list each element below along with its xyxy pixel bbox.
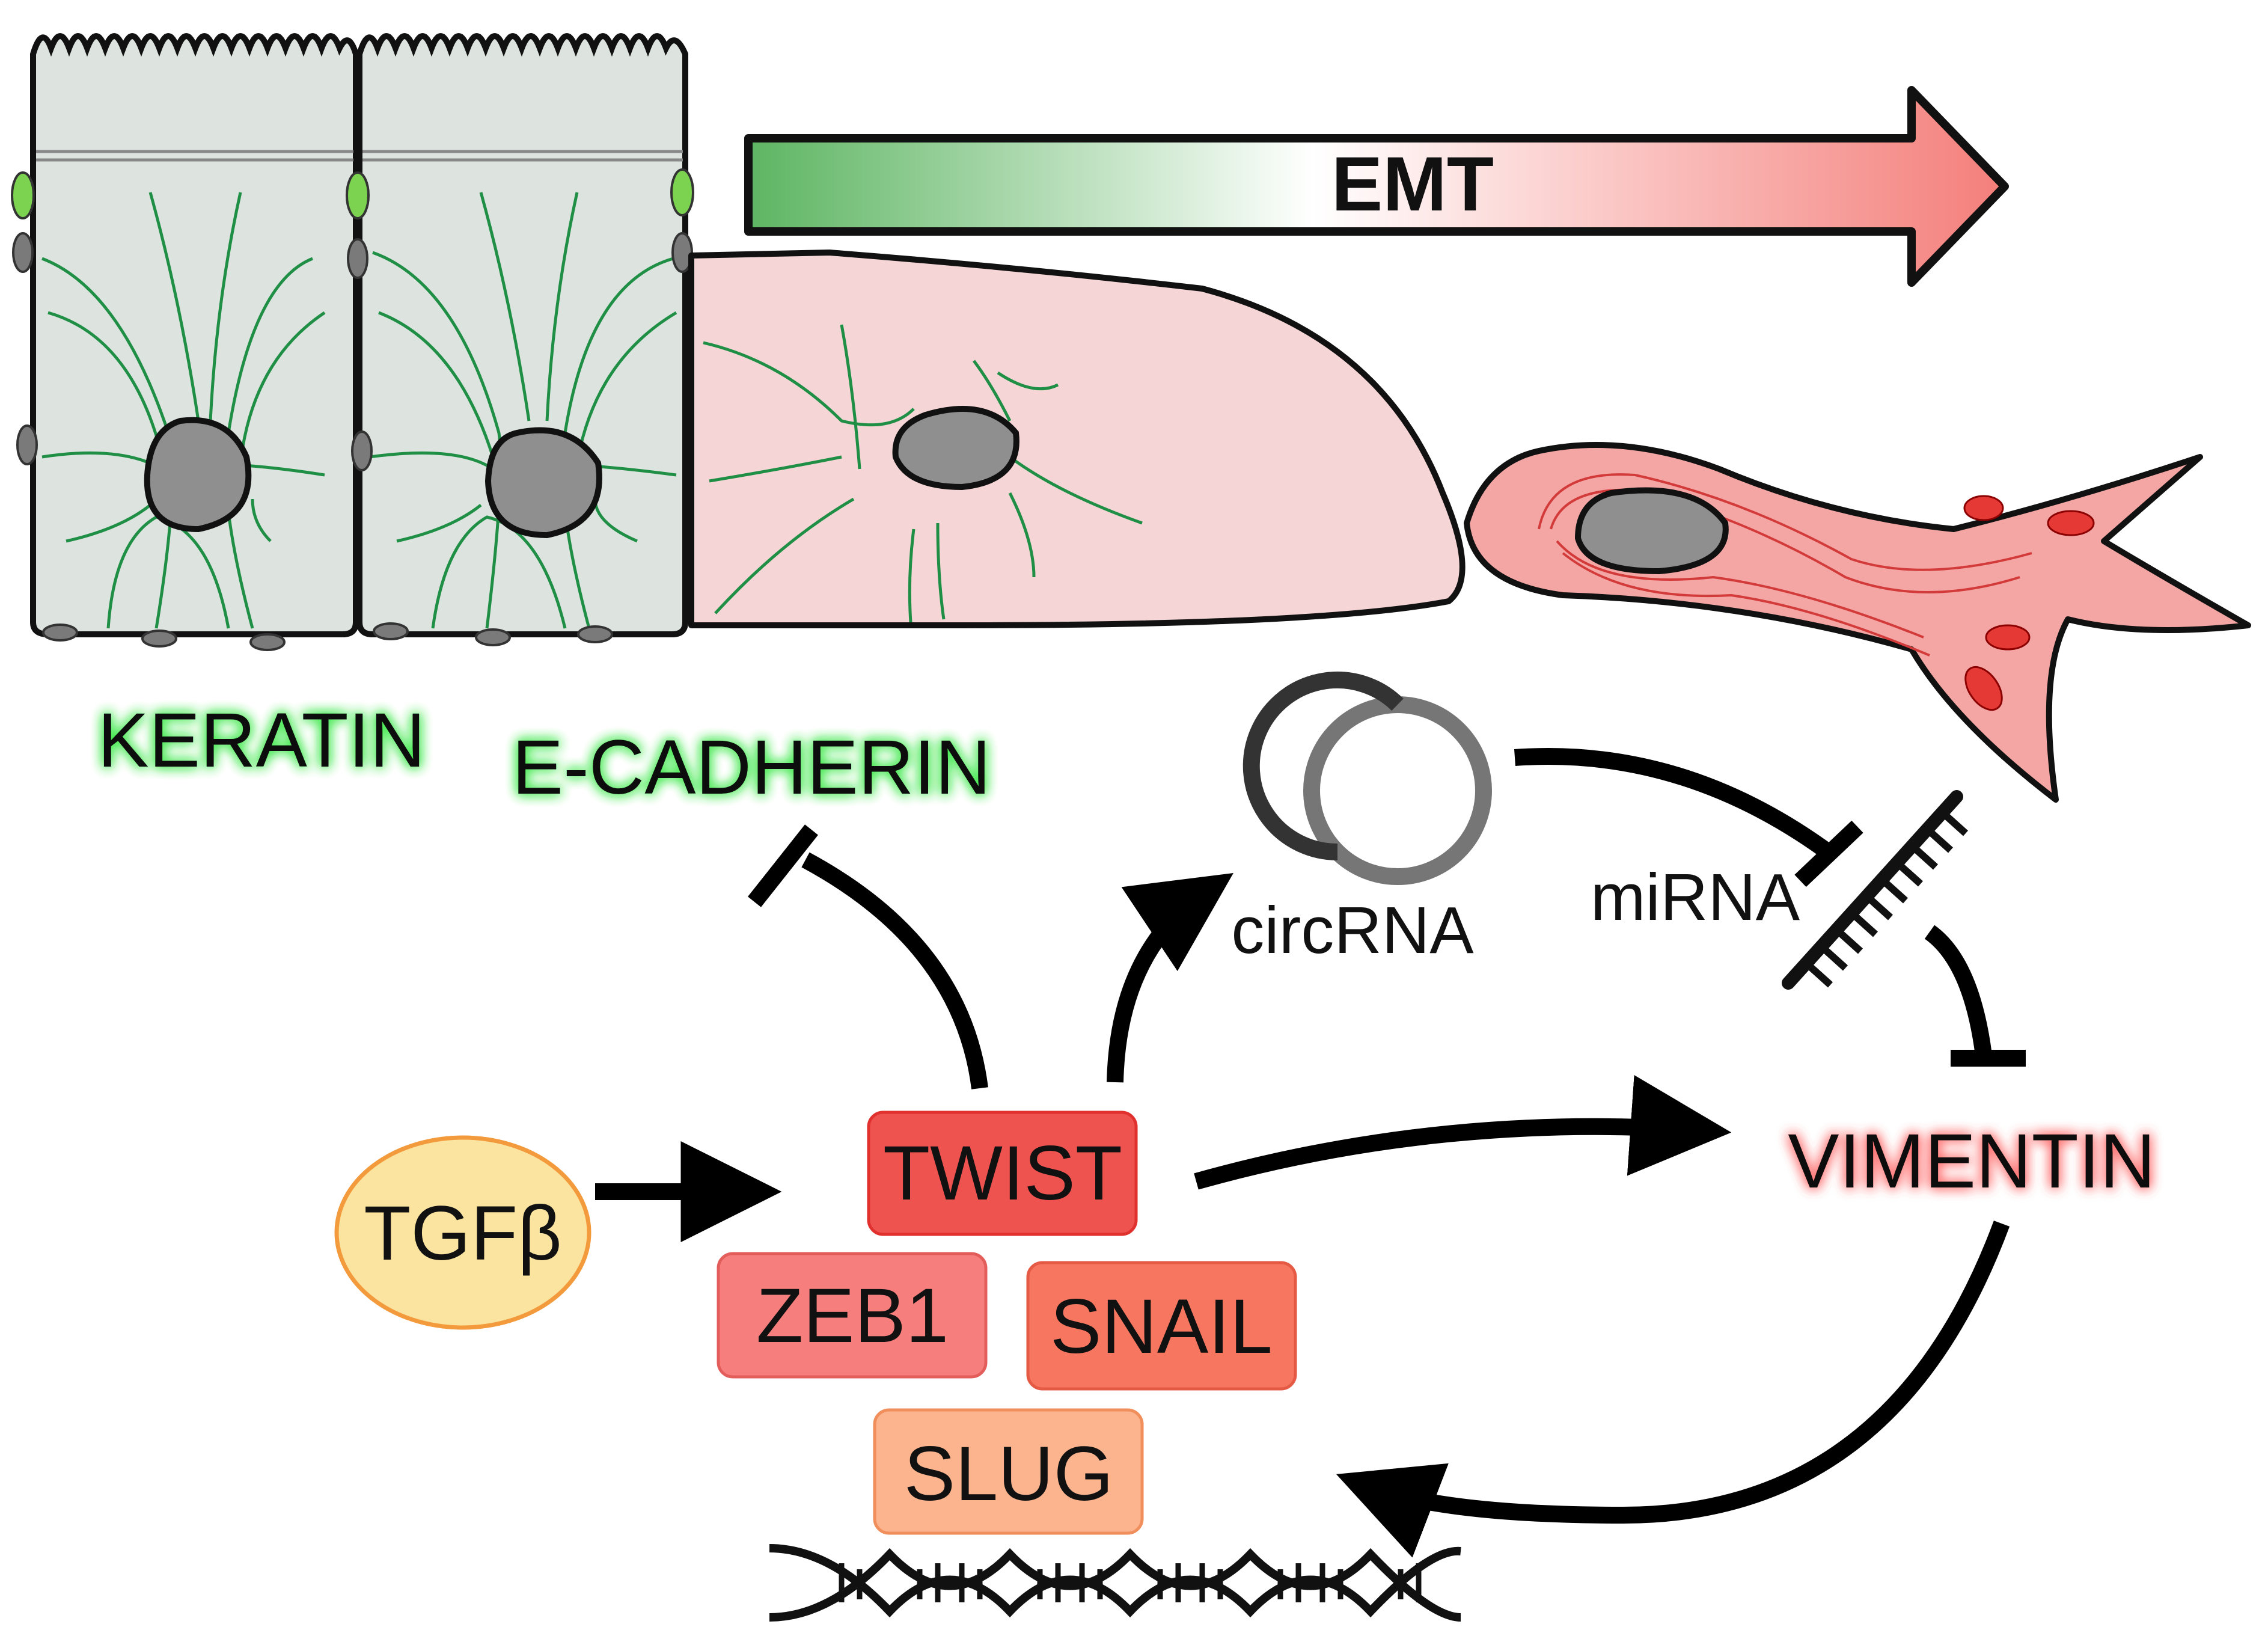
slug-label: SLUG [904, 1431, 1114, 1517]
arrow-twist-to-vimentin [1194, 1075, 1732, 1190]
epithelial-cell-1 [11, 33, 359, 651]
circrna-ring [1243, 672, 1492, 885]
inhibit-mirna-to-vimentin [1924, 925, 1992, 1056]
epithelial-cell-2 [346, 33, 694, 646]
transitioning-cell [688, 250, 1466, 628]
slug-node: SLUG [873, 1408, 1144, 1535]
twist-label: TWIST [883, 1130, 1122, 1216]
dna-helix-icon [769, 1544, 1461, 1622]
zeb1-node: ZEB1 [717, 1252, 988, 1379]
keratin-label: KERATIN [97, 697, 425, 783]
emt-arrow: EMT [744, 86, 2009, 287]
tgfb-label: TGFβ [364, 1190, 562, 1276]
arrow-vimentin-to-transcription-factors [1336, 1221, 2010, 1558]
snail-node: SNAIL [1026, 1261, 1297, 1391]
tgfb-node: TGFβ [334, 1135, 591, 1330]
mesenchymal-cell [1464, 442, 2251, 803]
mirna-label: miRNA [1591, 860, 1800, 934]
ecadherin-label: E-CADHERIN [512, 725, 991, 810]
arrow-twist-to-circrna [1107, 873, 1233, 1083]
zeb1-label: ZEB1 [756, 1273, 949, 1359]
inhibit-twist-to-ecadherin [801, 852, 988, 1089]
twist-node: TWIST [867, 1111, 1138, 1236]
snail-label: SNAIL [1050, 1284, 1273, 1370]
inhibit-bar-ecadherin [748, 824, 818, 907]
vimentin-label: VIMENTIN [1788, 1118, 2156, 1204]
emt-label: EMT [1331, 141, 1494, 227]
inhibit-circrna-to-mirna [1514, 748, 1836, 861]
inhibit-bar-mirna [1794, 820, 1863, 887]
circrna-label: circRNA [1231, 893, 1474, 967]
mirna-comb [1782, 790, 1969, 990]
